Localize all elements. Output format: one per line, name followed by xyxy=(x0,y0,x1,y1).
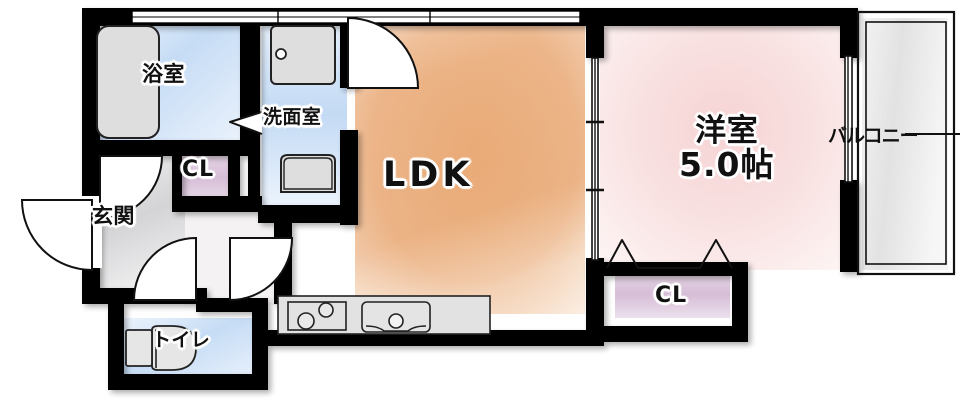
bathroom-window xyxy=(131,10,301,24)
room-label-closet-hall: CL xyxy=(182,157,215,182)
wall-toilet-left xyxy=(108,304,124,390)
wall-bedcl-right xyxy=(732,262,748,340)
bedroom-closet-folding-door[interactable] xyxy=(606,239,733,269)
room-fill-balcony xyxy=(862,18,948,270)
wall-toilet-top xyxy=(196,298,268,312)
wall-closet-right xyxy=(228,148,240,206)
gas-stove-two-burner-fixture xyxy=(287,301,347,331)
wall-bedcl-bottom xyxy=(598,326,748,342)
entrance-swing-door[interactable] xyxy=(20,199,93,272)
room-label-balcony: バルコニー xyxy=(828,125,919,147)
kitchen-sink-fixture xyxy=(361,301,431,333)
room-fill-closet-hall xyxy=(178,150,228,205)
bathtub-fixture xyxy=(96,25,160,139)
room-label-washroom: 洗面室 xyxy=(263,106,322,128)
room-label-entrance: 玄関 xyxy=(92,204,135,228)
hall-to-ldk-swing-door[interactable] xyxy=(229,237,294,302)
toilet-swing-door[interactable] xyxy=(132,236,197,301)
ldk-to-bedroom-sliding-door[interactable] xyxy=(586,57,604,261)
wall-toilet-bottom xyxy=(108,374,268,390)
room-label-closet-bedroom: CL xyxy=(655,283,688,308)
room-label-bedroom: 洋室 5.0帖 xyxy=(679,115,774,182)
wall-wash-right-lower xyxy=(340,130,358,225)
bedroom-to-balcony-sliding-door[interactable] xyxy=(844,55,853,183)
wall-ldk-bed-top xyxy=(586,8,604,58)
ldk-window xyxy=(429,10,581,24)
wall-bath-wash xyxy=(240,8,260,148)
wall-closet-left xyxy=(172,148,182,206)
washroom-to-ldk-swing-door[interactable] xyxy=(347,16,420,89)
wall-wash-bottom xyxy=(258,205,358,223)
wash-basin-fixture xyxy=(270,25,336,85)
wall-bath-bottom xyxy=(82,140,260,156)
windows xyxy=(131,10,581,24)
doors xyxy=(20,16,853,302)
room-label-bathroom: 浴室 xyxy=(142,62,185,86)
entry-inner-swing-door[interactable] xyxy=(99,155,164,220)
room-label-ldk: LDK xyxy=(383,155,474,195)
room-fill-bedroom xyxy=(600,14,850,270)
bathroom-door-marker[interactable] xyxy=(229,111,263,135)
wall-bed-right-bottom xyxy=(840,180,858,272)
vanity-counter-fixture xyxy=(280,154,336,193)
bedroom-size: 5.0帖 xyxy=(679,144,775,184)
fixtures xyxy=(96,25,491,371)
room-label-toilet: トイレ xyxy=(152,329,211,351)
wall-bed-right-top xyxy=(840,8,858,58)
kitchen-counter xyxy=(277,295,491,335)
wall-toilet-right xyxy=(252,304,268,390)
wall-ldk-bed-bottom xyxy=(586,258,604,346)
wall-top-bedroom xyxy=(586,8,856,26)
balcony-outline xyxy=(856,10,960,276)
bedroom-name: 洋室 xyxy=(695,113,759,149)
room-fill-closet-bedroom xyxy=(615,270,730,318)
toilet-bowl-fixture xyxy=(125,325,197,371)
wall-closet-far-right xyxy=(248,148,260,206)
